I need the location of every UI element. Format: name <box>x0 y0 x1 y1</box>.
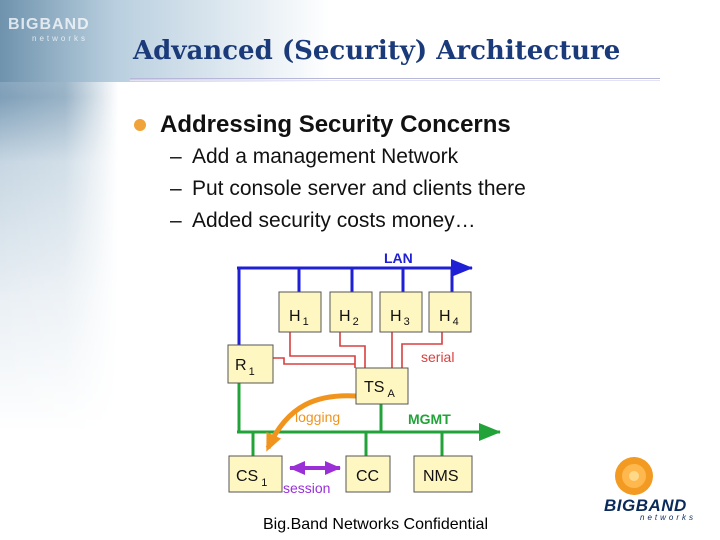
logging-label: logging <box>295 409 340 425</box>
serial-line-h1 <box>289 332 356 368</box>
brand-logo-sub: networks <box>640 513 697 522</box>
mgmt-label: MGMT <box>408 411 451 427</box>
node-cc: CC <box>345 455 391 493</box>
svg-text:NMS: NMS <box>423 468 459 485</box>
corner-photo-background <box>0 0 118 540</box>
sub-bullet-3: –Added security costs money… <box>170 209 476 233</box>
serial-label: serial <box>421 349 454 365</box>
node-sub: A <box>387 388 395 400</box>
serial-line-h2 <box>339 332 366 368</box>
serial-line-r1 <box>273 357 355 365</box>
sub-bullet-1: –Add a management Network <box>170 145 458 169</box>
corner-logo: BIGBAND networks <box>8 16 90 43</box>
sub-bullet-text: Added security costs money… <box>192 209 476 232</box>
svg-text:R1: R1 <box>235 357 255 378</box>
svg-text:CS1: CS1 <box>236 468 267 489</box>
corner-top-band <box>0 0 330 82</box>
footer-confidential: Big.Band Networks Confidential <box>263 516 489 533</box>
node-main: CC <box>356 468 379 485</box>
node-sub: 4 <box>453 316 459 328</box>
node-main: R <box>235 357 247 374</box>
node-main: H <box>339 308 351 325</box>
svg-text:H3: H3 <box>390 308 410 328</box>
title-divider <box>130 78 660 79</box>
lan-label: LAN <box>384 250 413 266</box>
svg-text:H1: H1 <box>289 308 309 328</box>
corner-logo-sub: networks <box>32 34 89 43</box>
node-sub: 1 <box>303 316 309 328</box>
sub-bullet-text: Add a management Network <box>192 145 459 168</box>
node-main: TS <box>364 379 384 396</box>
node-sub: 3 <box>404 316 410 328</box>
logging-arrow <box>265 393 357 452</box>
dash-icon: – <box>170 145 182 168</box>
brand-logo-word: BIGBAND <box>604 496 687 515</box>
brand-logo-icon <box>615 457 653 495</box>
serial-line-h4 <box>401 332 443 368</box>
dash-icon: – <box>170 177 182 200</box>
node-sub: 2 <box>353 316 359 328</box>
svg-text:CC: CC <box>356 468 379 485</box>
node-main: H <box>390 308 402 325</box>
node-sub: 1 <box>249 366 255 378</box>
node-main: NMS <box>423 468 459 485</box>
svg-text:H4: H4 <box>439 308 459 328</box>
svg-text:H2: H2 <box>339 308 359 328</box>
dash-icon: – <box>170 209 182 232</box>
node-main: H <box>439 308 451 325</box>
session-label: session <box>283 480 330 496</box>
node-sub: 1 <box>261 477 267 489</box>
node-main: CS <box>236 468 258 485</box>
node-nms: NMS <box>413 455 473 493</box>
sub-bullet-text: Put console server and clients there <box>192 177 526 200</box>
corner-logo-word: BIGBAND <box>8 16 90 33</box>
svg-text:TSA: TSA <box>364 379 395 400</box>
bullet-main: Addressing Security Concerns <box>160 111 511 138</box>
slide-title: Advanced (Security) Architecture <box>133 36 621 66</box>
bullet-dot-icon <box>134 119 146 131</box>
sub-bullet-2: –Put console server and clients there <box>170 177 526 201</box>
node-main: H <box>289 308 301 325</box>
